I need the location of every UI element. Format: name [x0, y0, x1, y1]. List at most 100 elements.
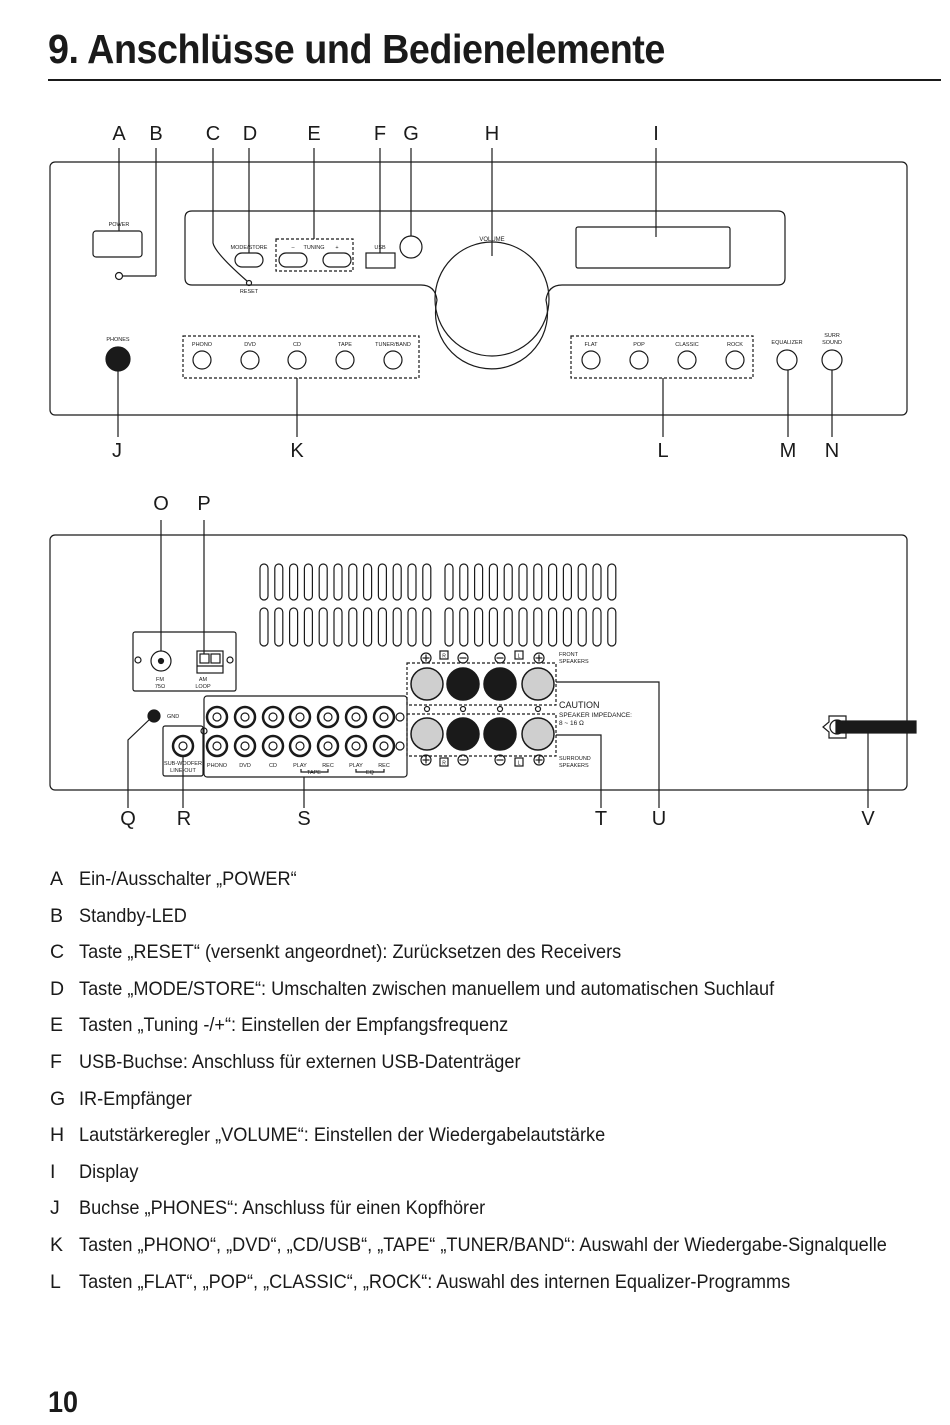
callout-letter: E — [307, 123, 320, 145]
speaker-terminal[interactable] — [483, 717, 517, 751]
vent-slot — [518, 607, 528, 647]
rca-jack[interactable] — [344, 705, 368, 729]
vent-slot — [459, 607, 469, 647]
speaker-terminal[interactable] — [446, 667, 480, 701]
minus-icon — [494, 652, 506, 664]
surround-speakers-label-1: SURROUND — [559, 756, 591, 762]
speaker-terminal[interactable] — [483, 667, 517, 701]
rca-jack[interactable] — [233, 734, 257, 758]
selector-button[interactable] — [725, 350, 745, 370]
gnd-terminal[interactable] — [147, 709, 161, 723]
tuning-minus-button[interactable] — [278, 252, 308, 268]
rca-jack[interactable] — [233, 705, 257, 729]
button-label: DVD — [244, 342, 256, 348]
button-label: POP — [633, 342, 645, 348]
phones-jack[interactable] — [105, 346, 131, 372]
subwoofer-jack-inner — [178, 741, 188, 751]
rca-jack[interactable] — [288, 705, 312, 729]
rca-jack[interactable] — [261, 705, 285, 729]
speaker-terminal[interactable] — [521, 667, 555, 701]
selector-button[interactable] — [240, 350, 260, 370]
button-label: TUNER/BAND — [375, 342, 411, 348]
usb-port[interactable] — [365, 252, 396, 269]
selector-button[interactable] — [287, 350, 307, 370]
front-callout-lines — [117, 148, 833, 437]
rca-jack[interactable] — [344, 734, 368, 758]
rca-jack[interactable] — [205, 705, 229, 729]
legend-description: Tasten „FLAT“, „POP“, „CLASSIC“, „ROCK“:… — [79, 1270, 791, 1293]
am-label: AM — [199, 677, 208, 683]
channel-label: R — [442, 654, 446, 660]
screw-icon — [423, 705, 431, 713]
tape-bracket — [300, 769, 329, 773]
mode-store-button[interactable] — [234, 252, 264, 268]
rear-panel-outline — [49, 534, 908, 791]
selector-button[interactable] — [192, 350, 212, 370]
selector-button[interactable] — [335, 350, 355, 370]
selector-button[interactable] — [383, 350, 403, 370]
selector-button[interactable] — [629, 350, 649, 370]
rca-jack[interactable] — [261, 734, 285, 758]
rca-jack[interactable] — [316, 705, 340, 729]
minus-icon — [457, 754, 469, 766]
selector-button[interactable] — [581, 350, 601, 370]
tape-label: TAPE — [307, 770, 321, 776]
channel-box — [514, 757, 524, 767]
rca-jack-inner — [240, 712, 250, 722]
ventilation-slots — [259, 563, 617, 647]
rear-panel: FM 75Ω AM LOOP GND SUB-WOOFER LINE-OUT P… — [49, 493, 917, 830]
surr-sound-button[interactable] — [821, 349, 843, 371]
display-window — [575, 226, 731, 269]
rca-jack[interactable] — [372, 734, 396, 758]
speaker-terminal[interactable] — [446, 717, 480, 751]
rca-jack[interactable] — [316, 734, 340, 758]
front-speakers-label-2: SPEAKERS — [559, 659, 589, 665]
legend-letter: D — [50, 977, 65, 1000]
rca-label: PHONO — [207, 763, 228, 769]
vent-slot — [392, 563, 402, 601]
legend-letter: L — [50, 1270, 61, 1293]
vent-slot — [348, 607, 358, 647]
speaker-terminal[interactable] — [410, 717, 444, 751]
legend-letter: J — [50, 1197, 60, 1220]
selector-button[interactable] — [677, 350, 697, 370]
vent-slot — [407, 563, 417, 601]
channel-label: L — [518, 761, 521, 767]
rca-jack-inner — [240, 741, 250, 751]
vent-slot — [289, 607, 299, 647]
vent-slot — [488, 607, 498, 647]
am-loop-terminal[interactable] — [196, 650, 224, 674]
subwoofer-jack[interactable] — [171, 734, 195, 758]
legend-letter: F — [50, 1050, 62, 1073]
equalizer-button[interactable] — [776, 349, 798, 371]
rca-jack[interactable] — [205, 734, 229, 758]
vent-slot — [333, 563, 343, 601]
speaker-terminal[interactable] — [410, 667, 444, 701]
callout-letter: O — [153, 493, 169, 515]
impedance-label-1: SPEAKER IMPEDANCE: — [559, 712, 632, 719]
callout-letter: H — [485, 123, 499, 145]
equalizer-label: EQUALIZER — [771, 340, 802, 346]
rca-jack[interactable] — [372, 705, 396, 729]
legend-letter: C — [50, 941, 65, 964]
speaker-terminal[interactable] — [521, 717, 555, 751]
rca-jack-inner — [212, 712, 222, 722]
vent-slot — [303, 563, 313, 601]
rca-jack[interactable] — [288, 734, 312, 758]
vent-slot — [422, 563, 432, 601]
button-label: CLASSIC — [675, 342, 699, 348]
vent-slot — [303, 607, 313, 647]
volume-knob[interactable] — [434, 241, 550, 357]
tuning-plus-button[interactable] — [322, 252, 352, 268]
power-button[interactable] — [92, 230, 143, 258]
reset-button[interactable] — [245, 279, 253, 287]
